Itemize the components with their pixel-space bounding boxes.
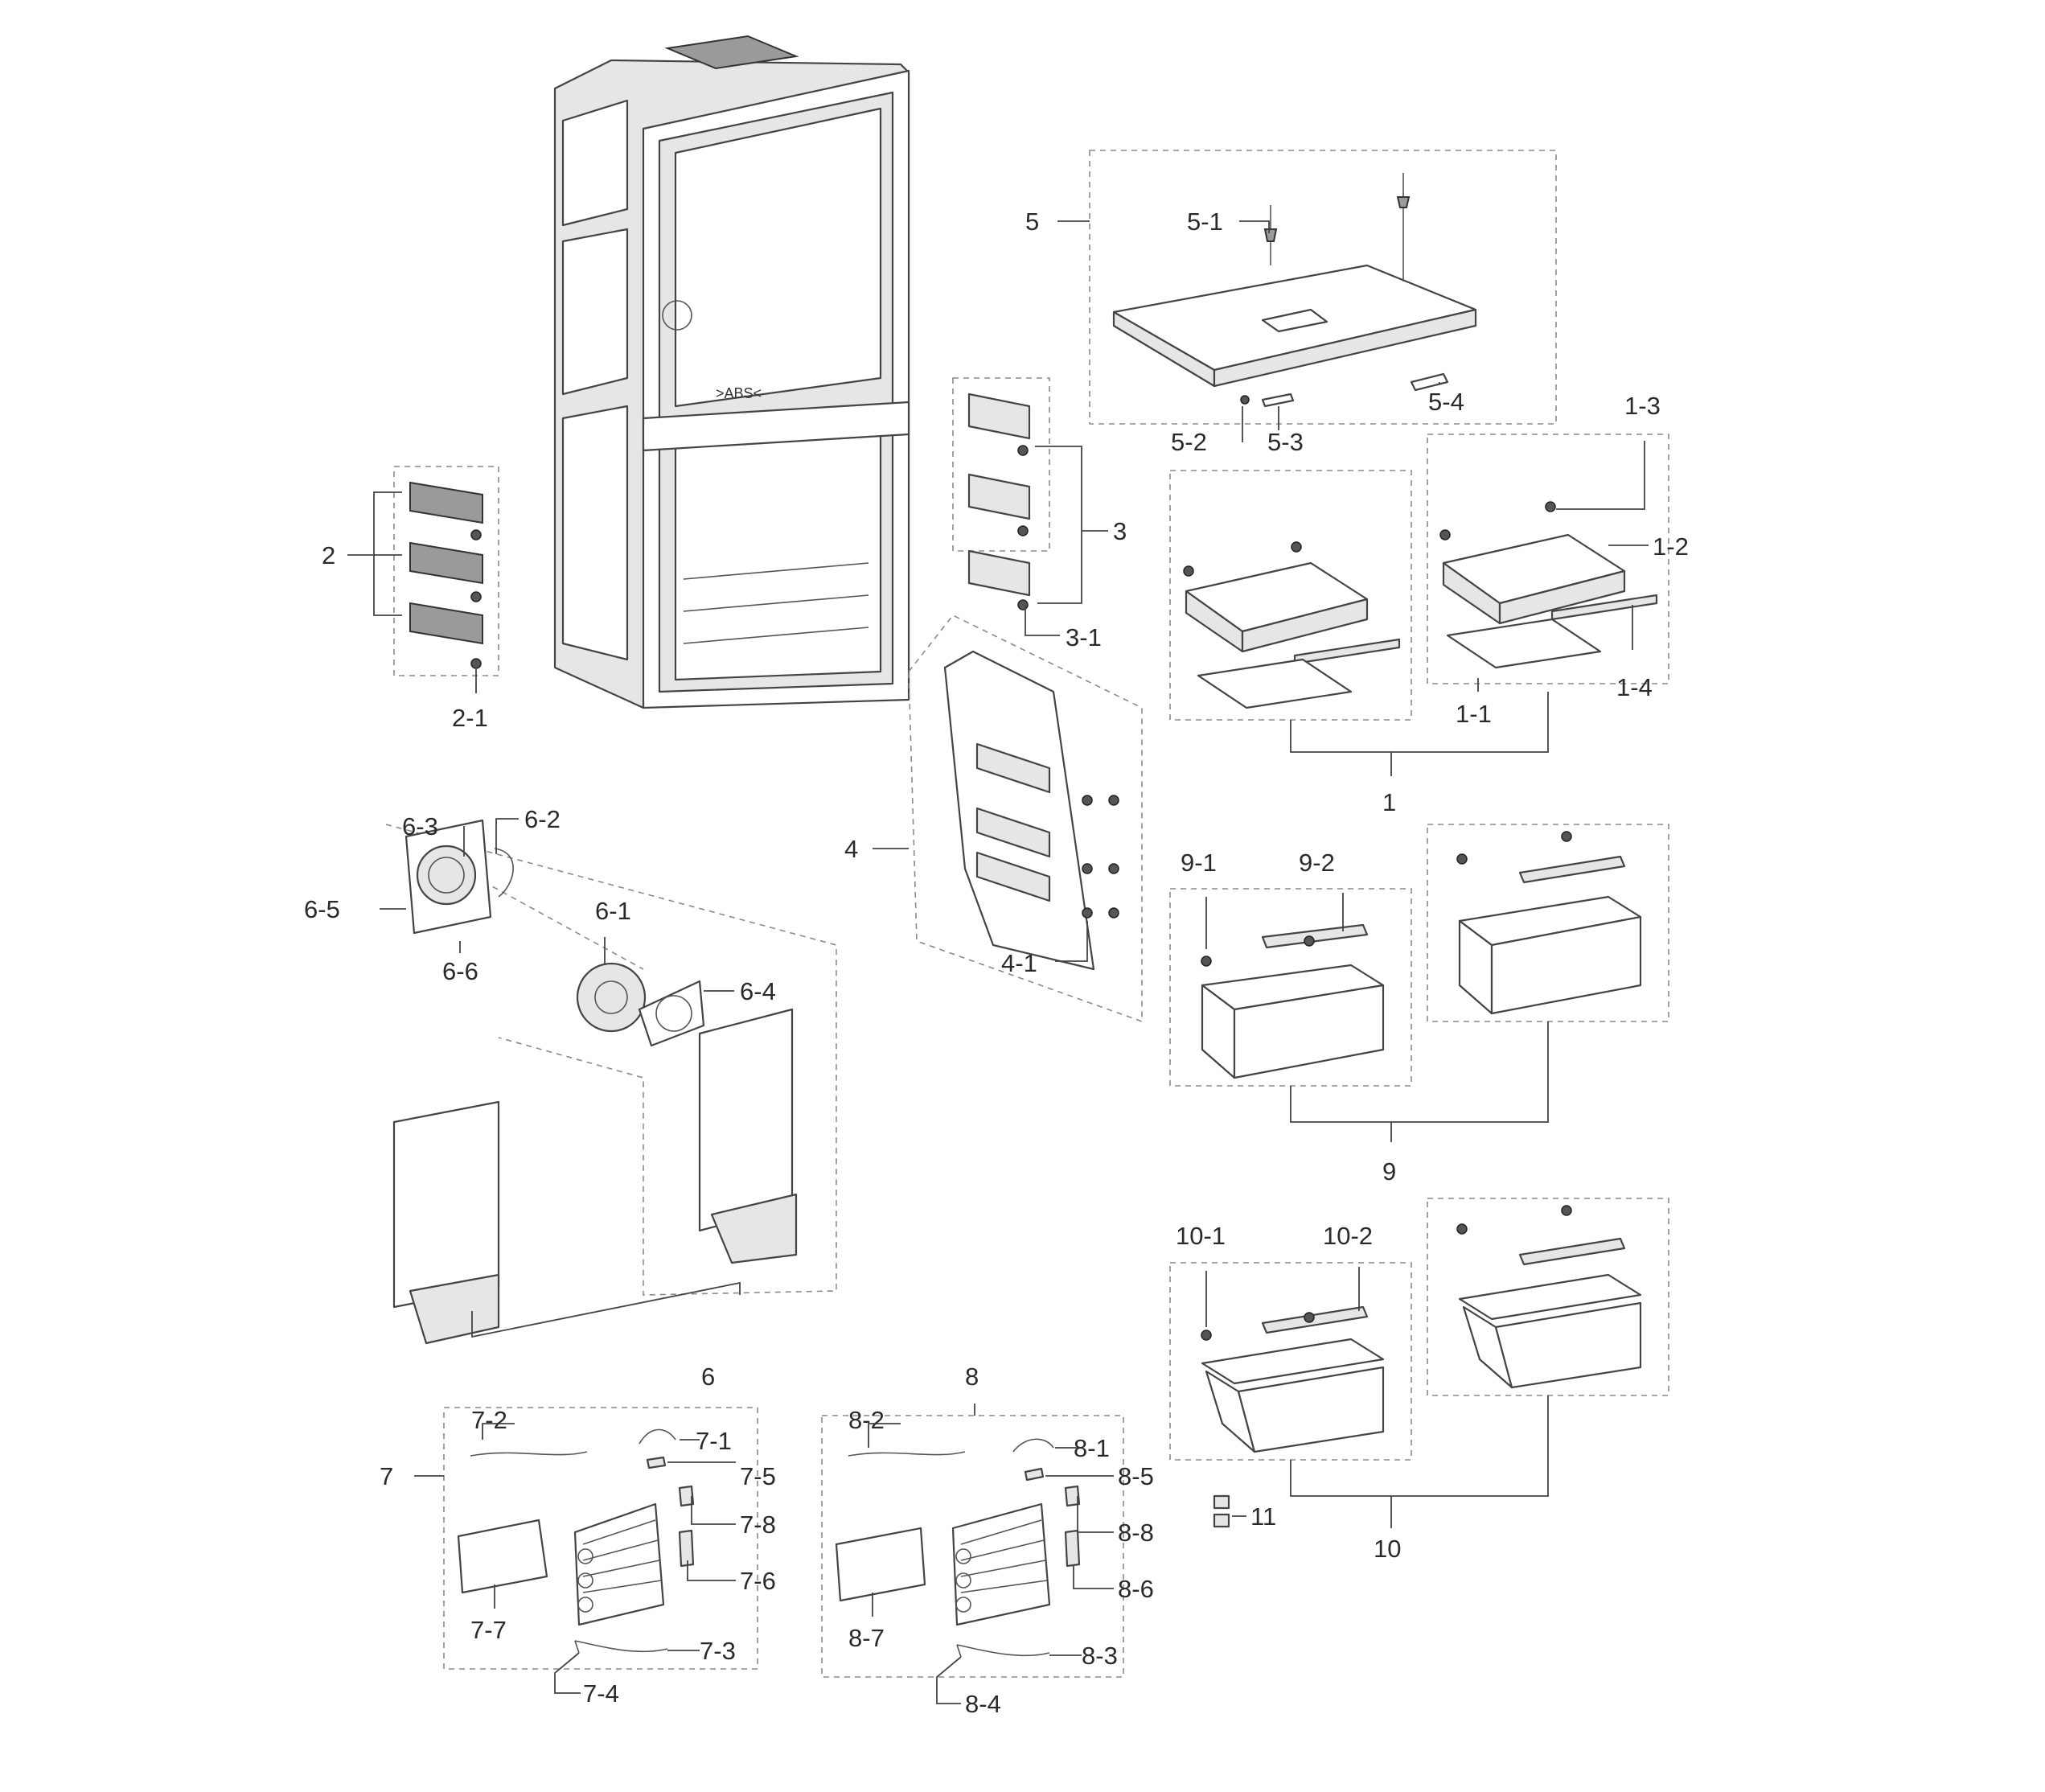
- label-7-1: 7-1: [696, 1427, 732, 1455]
- leader-4-1: [1055, 921, 1088, 962]
- label-5-2: 5-2: [1171, 428, 1207, 456]
- leader-7-6: [687, 1560, 736, 1581]
- part-7-evaporator: [443, 1407, 758, 1670]
- label-6-4: 6-4: [740, 977, 776, 1005]
- label-8-2: 8-2: [848, 1406, 885, 1434]
- label-2-1: 2-1: [452, 704, 488, 732]
- label-4-1: 4-1: [1001, 949, 1037, 977]
- part-3-guards: [952, 377, 1050, 610]
- label-4: 4: [844, 835, 858, 863]
- leader-7-2: [482, 1423, 515, 1440]
- label-2: 2: [322, 541, 335, 569]
- label-6: 6: [701, 1362, 715, 1391]
- label-6-5: 6-5: [304, 895, 340, 923]
- label-6-3: 6-3: [402, 812, 438, 841]
- label-6-1: 6-1: [595, 897, 631, 925]
- leader-8-8: [1077, 1496, 1114, 1533]
- label-10-2: 10-2: [1323, 1222, 1373, 1250]
- leader-10-bracket: [1290, 1395, 1549, 1497]
- label-6-6: 6-6: [442, 957, 478, 985]
- refrigerator-cabinet: >ABS<: [553, 35, 910, 709]
- label-9-1: 9-1: [1181, 849, 1217, 877]
- label-1-1: 1-1: [1456, 700, 1492, 728]
- label-1-3: 1-3: [1624, 392, 1661, 420]
- part-5-top-cover: [1089, 150, 1557, 425]
- label-5-3: 5-3: [1267, 428, 1304, 456]
- leader-6-bracket: [471, 1281, 741, 1338]
- label-8-8: 8-8: [1118, 1519, 1154, 1547]
- leader-6-2: [495, 818, 519, 854]
- label-7-3: 7-3: [700, 1637, 736, 1665]
- label-1-4: 1-4: [1616, 673, 1653, 701]
- label-9-2: 9-2: [1299, 849, 1335, 877]
- part-6-fan-assembly: [385, 819, 837, 1345]
- label-7-8: 7-8: [740, 1510, 776, 1539]
- leader-8-2: [868, 1423, 901, 1448]
- label-8-7: 8-7: [848, 1624, 885, 1652]
- label-7-7: 7-7: [470, 1616, 507, 1644]
- label-1: 1: [1382, 788, 1396, 816]
- label-7: 7: [380, 1462, 393, 1490]
- label-8-1: 8-1: [1074, 1434, 1110, 1462]
- label-10-1: 10-1: [1176, 1222, 1226, 1250]
- leader-9-bracket: [1290, 1021, 1549, 1123]
- leader-3-1: [1025, 605, 1060, 636]
- label-5: 5: [1025, 208, 1039, 236]
- label-9: 9: [1382, 1157, 1396, 1186]
- part-11-clips: [1213, 1494, 1246, 1528]
- part-10-bins: [1169, 1198, 1669, 1461]
- label-8-3: 8-3: [1082, 1642, 1118, 1670]
- leader-8-6: [1073, 1564, 1114, 1589]
- part-1-shelves: [1169, 434, 1669, 721]
- label-7-6: 7-6: [740, 1567, 776, 1595]
- label-10: 10: [1374, 1535, 1401, 1563]
- label-8-6: 8-6: [1118, 1575, 1154, 1603]
- leader-3-bracket: [1035, 446, 1082, 604]
- abs-marking: >ABS<: [716, 385, 762, 401]
- callout-labels: 5 5-1 5-2 5-3 5-4 1-3 1-2 1-4 1-1 1 3 3-…: [304, 208, 1689, 1718]
- label-1-2: 1-2: [1653, 532, 1689, 561]
- part-9-drawers: [1169, 824, 1669, 1087]
- label-8-5: 8-5: [1118, 1462, 1154, 1490]
- label-8: 8: [965, 1362, 979, 1391]
- part-2-guards: [393, 466, 499, 676]
- label-5-1: 5-1: [1187, 208, 1223, 236]
- leader-8-4: [936, 1656, 962, 1704]
- leader-5-1: [1239, 220, 1270, 233]
- label-3-1: 3-1: [1066, 623, 1102, 651]
- label-6-2: 6-2: [524, 805, 561, 833]
- leader-7-8: [691, 1496, 736, 1525]
- label-11: 11: [1250, 1502, 1276, 1531]
- label-7-5: 7-5: [740, 1462, 776, 1490]
- label-7-4: 7-4: [583, 1679, 619, 1708]
- part-4-panel: [908, 614, 1143, 1023]
- leader-1-bracket: [1290, 692, 1549, 753]
- part-8-evaporator: [821, 1415, 1124, 1678]
- leader-2-bracket: [373, 491, 402, 616]
- label-7-2: 7-2: [471, 1406, 507, 1434]
- label-5-4: 5-4: [1428, 388, 1464, 416]
- leader-7-4: [554, 1652, 581, 1694]
- leader-1-3: [1556, 441, 1645, 510]
- label-3: 3: [1113, 517, 1127, 545]
- label-8-4: 8-4: [965, 1690, 1001, 1718]
